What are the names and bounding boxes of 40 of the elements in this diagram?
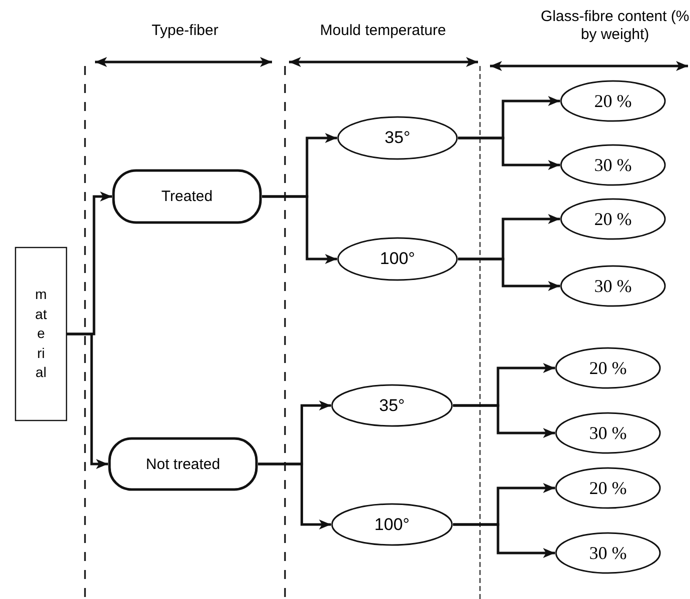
vertical-label: material: [35, 285, 47, 382]
content-ellipse: [560, 265, 666, 307]
column-heading: Mould temperature: [319, 22, 447, 40]
content-ellipse: [555, 532, 661, 574]
temperature-ellipse: [331, 384, 453, 427]
arrow: [258, 462, 331, 530]
node-label: 100°: [374, 514, 410, 534]
temperature-ellipse: [337, 237, 458, 281]
arrow: [458, 258, 560, 291]
node-label: Treated: [161, 188, 213, 205]
node-label: 30 %: [589, 542, 627, 564]
content-ellipse: [560, 144, 666, 186]
node-label: Not treated: [146, 456, 220, 472]
node-label: 20 %: [589, 358, 627, 378]
arrow: [67, 332, 108, 469]
content-ellipse: [555, 347, 661, 389]
node-label: 100°: [380, 249, 416, 269]
temperature-ellipse: [337, 116, 458, 160]
material-box: [15, 247, 67, 421]
arrow: [262, 195, 337, 264]
node-label: 30 %: [594, 154, 632, 176]
node-label: 20 %: [594, 90, 632, 112]
content-ellipse: [560, 198, 666, 240]
arrow: [458, 136, 560, 170]
process-box: [112, 169, 262, 224]
node-label: 35°: [384, 128, 410, 148]
arrow: [453, 523, 555, 558]
node-label: 35°: [379, 396, 405, 416]
node-label: 20 %: [594, 208, 632, 230]
column-heading: Glass-fibre content (% by weight): [540, 8, 690, 44]
content-ellipse: [555, 412, 661, 454]
arrow: [453, 404, 555, 438]
column-heading: Type-fiber: [150, 22, 220, 40]
content-ellipse: [560, 80, 666, 122]
process-box: [108, 437, 258, 491]
node-label: 30 %: [589, 422, 627, 444]
temperature-ellipse: [331, 503, 453, 546]
content-ellipse: [555, 467, 661, 509]
node-label: 20 %: [589, 478, 627, 498]
node-label: 30 %: [594, 276, 632, 296]
